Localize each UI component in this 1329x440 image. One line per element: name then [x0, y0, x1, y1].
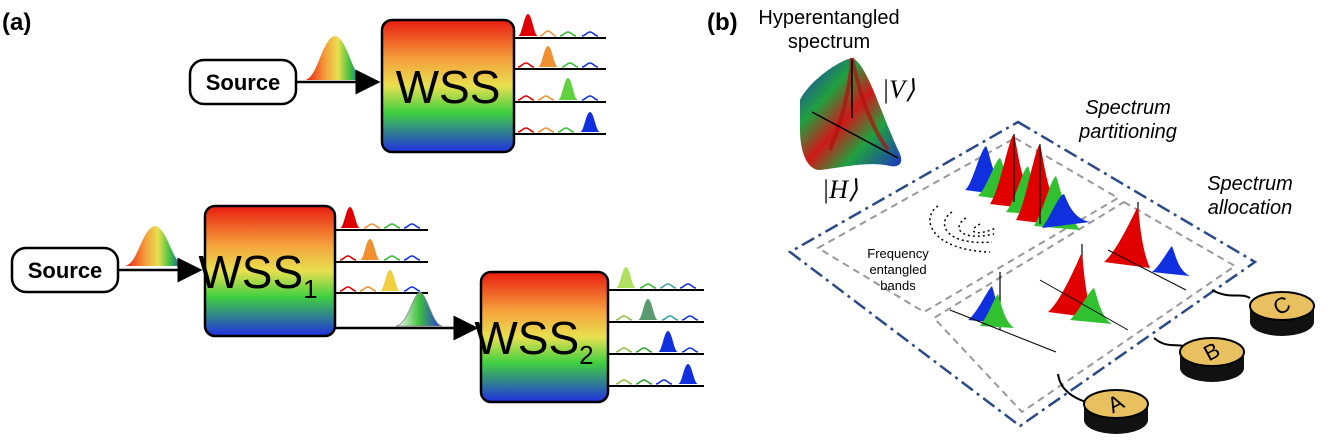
- top-wss-label: WSS: [396, 61, 501, 113]
- network-plane: [787, 120, 1258, 428]
- partitioning-region: [816, 136, 1120, 314]
- partial-spectrum: [395, 291, 443, 327]
- top-input-spectrum: [305, 36, 365, 80]
- wss1-box: WSS1: [198, 204, 337, 338]
- bands-line2: entangled: [869, 262, 926, 277]
- wss1-label: WSS: [198, 246, 303, 298]
- ket-h: |H⟩: [822, 175, 858, 204]
- bottom-source-label: Source: [28, 258, 103, 283]
- wss2-box: WSS2: [474, 270, 610, 404]
- allocation-a-spectra: [949, 272, 1057, 353]
- top-output-channels: [514, 14, 606, 135]
- svg-text:WSS2: WSS2: [474, 312, 593, 370]
- wss1-output-channels: [335, 207, 428, 294]
- wss2-label: WSS: [474, 312, 579, 364]
- wss2-output-channels: [608, 267, 704, 387]
- user-cables: [1057, 289, 1251, 403]
- top-wss-box: WSS: [380, 18, 516, 154]
- user-a: A: [1083, 389, 1149, 434]
- partitioning-line2: partitioning: [1078, 121, 1177, 143]
- allocation-b-spectra: [1039, 244, 1129, 331]
- entanglement-arcs: [929, 205, 997, 253]
- wss2-subscript: 2: [579, 340, 593, 370]
- svg-text:WSS1: WSS1: [198, 246, 317, 304]
- user-c: C: [1249, 291, 1315, 336]
- top-source-label: Source: [206, 70, 281, 95]
- allocation-line2: allocation: [1208, 197, 1293, 219]
- wss1-subscript: 1: [303, 274, 317, 304]
- ket-v: |V⟩: [882, 75, 915, 104]
- hyper-title-line2: spectrum: [788, 31, 870, 53]
- bottom-input-spectrum: [125, 226, 185, 266]
- partitioning-line1: Spectrum: [1085, 97, 1171, 119]
- panel-b-label: (b): [707, 9, 738, 36]
- partitioned-spectra: [965, 134, 1090, 230]
- allocation-region: [932, 200, 1237, 414]
- hyperentangled-spectrum: [800, 57, 902, 170]
- hyper-title-line1: Hyperentangled: [758, 7, 899, 29]
- allocation-line1: Spectrum: [1207, 173, 1293, 195]
- panel-a-label: (a): [2, 9, 31, 36]
- bands-line3: bands: [880, 278, 916, 293]
- allocation-c-spectra: [1104, 202, 1190, 291]
- bands-line1: Frequency: [867, 246, 929, 261]
- bottom-source-box: Source: [10, 246, 120, 294]
- user-b: B: [1179, 337, 1245, 382]
- top-source-box: Source: [188, 58, 298, 106]
